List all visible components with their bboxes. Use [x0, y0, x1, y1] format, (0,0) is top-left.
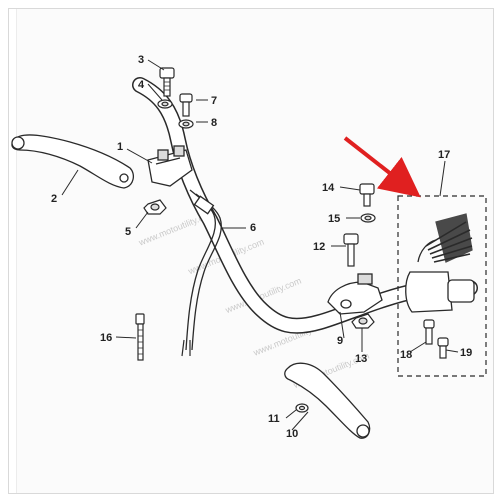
screw-16 — [135, 313, 145, 361]
handlebar — [132, 77, 478, 334]
clutch-lever — [11, 134, 135, 189]
nut-13 — [351, 313, 375, 329]
handlebar-switch — [405, 213, 475, 313]
screw-19 — [437, 337, 449, 359]
callout-2: 2 — [51, 193, 57, 205]
callout-labels: 1 2 3 4 5 6 7 8 9 10 11 12 13 14 15 16 1… — [51, 54, 472, 440]
bolt-12 — [343, 233, 359, 267]
callout-13: 13 — [355, 353, 367, 365]
lever-bracket-left — [147, 145, 193, 187]
callout-6: 6 — [250, 222, 256, 234]
washer-4 — [157, 99, 173, 109]
diagram-sheet — [16, 9, 493, 493]
callout-5: 5 — [125, 226, 131, 238]
image-frame — [8, 8, 494, 494]
lever-bracket-right — [327, 273, 383, 315]
screw-18 — [423, 319, 435, 345]
screw-7 — [179, 93, 193, 117]
nut-5 — [143, 199, 167, 215]
brake-lever — [284, 362, 371, 439]
callout-15: 15 — [328, 213, 340, 225]
callout-18: 18 — [400, 349, 412, 361]
highlight-arrow — [343, 136, 421, 198]
callout-16: 16 — [100, 332, 112, 344]
bolt-3 — [159, 67, 175, 97]
callout-1: 1 — [117, 141, 123, 153]
callout-12: 12 — [313, 241, 325, 253]
pin-11 — [295, 403, 309, 413]
callout-17: 17 — [438, 149, 450, 161]
callout-10: 10 — [286, 428, 298, 440]
callout-3: 3 — [138, 54, 144, 66]
washer-15 — [360, 213, 376, 223]
bolt-14 — [359, 183, 375, 207]
washer-8 — [178, 119, 194, 129]
callout-7: 7 — [211, 95, 217, 107]
callout-19: 19 — [460, 347, 472, 359]
assembly-box-17 — [397, 195, 487, 377]
wire-harness — [181, 189, 222, 357]
callout-8: 8 — [211, 117, 217, 129]
callout-11: 11 — [268, 413, 280, 425]
leader-lines — [61, 59, 459, 431]
callout-9: 9 — [337, 335, 343, 347]
callout-4: 4 — [138, 79, 145, 91]
callout-14: 14 — [322, 182, 335, 194]
